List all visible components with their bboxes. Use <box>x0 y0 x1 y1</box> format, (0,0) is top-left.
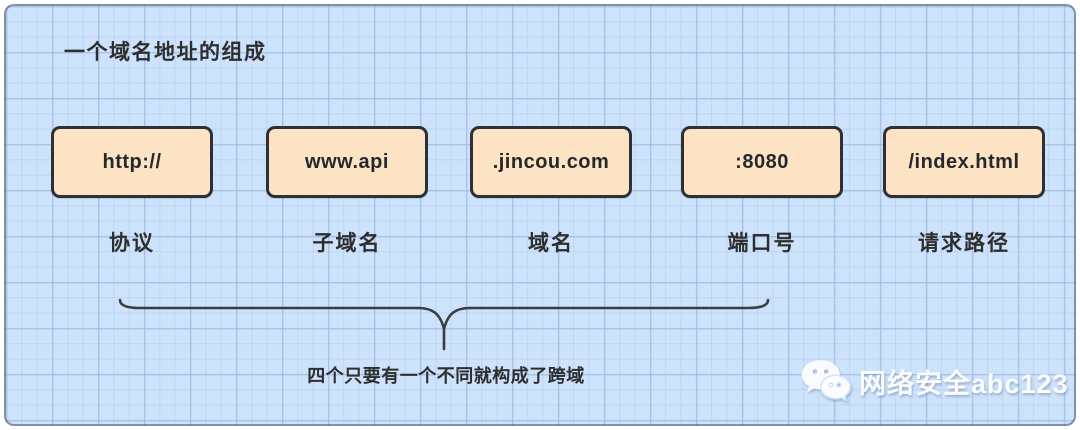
url-label-subdomain: 子域名 <box>312 232 382 255</box>
diagram-title: 一个域名地址的组成 <box>64 41 267 64</box>
grid-canvas: 一个域名地址的组成 http:// 协议 www.api 子域名 .jincou… <box>4 4 1076 426</box>
watermark-text: 网络安全abc123 <box>859 368 1069 399</box>
url-box-domain: .jincou.com <box>470 126 632 198</box>
url-label-protocol: 协议 <box>109 232 155 255</box>
url-segment-path: /index.html 请求路径 <box>883 126 1045 257</box>
wechat-icon <box>801 360 851 403</box>
curly-brace <box>118 298 770 351</box>
url-box-subdomain: www.api <box>266 126 428 198</box>
url-box-path: /index.html <box>883 126 1045 198</box>
url-segment-port: :8080 端口号 <box>681 126 843 257</box>
url-box-port: :8080 <box>681 126 843 198</box>
url-segment-subdomain: www.api 子域名 <box>266 126 428 257</box>
url-segment-protocol: http:// 协议 <box>51 126 213 257</box>
url-label-port: 端口号 <box>727 232 797 255</box>
url-box-protocol: http:// <box>51 126 213 198</box>
url-label-path: 请求路径 <box>918 232 1010 255</box>
url-segment-domain: .jincou.com 域名 <box>470 126 632 257</box>
url-label-domain: 域名 <box>528 232 574 255</box>
watermark: 网络安全abc123 <box>800 358 1069 404</box>
cross-origin-caption: 四个只要有一个不同就构成了跨域 <box>307 366 585 386</box>
